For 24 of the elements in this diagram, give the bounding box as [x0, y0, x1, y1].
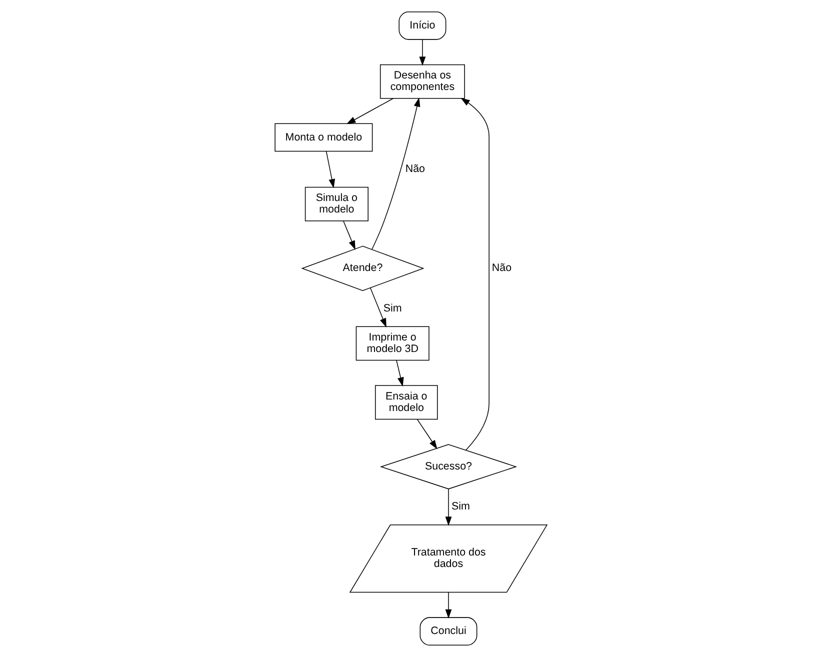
node-diamond: Atende? — [301, 246, 424, 291]
arrow — [372, 97, 420, 250]
arrow — [419, 39, 426, 66]
node-box: Conclui — [420, 617, 478, 646]
node-box: Ensaia o modelo — [374, 385, 438, 420]
node-box: Desenha os componentes — [380, 64, 465, 99]
arrow — [326, 151, 336, 188]
arrow — [396, 360, 404, 387]
arrow — [343, 220, 356, 250]
edge-label: Sim — [383, 302, 402, 314]
edge-label: Não — [492, 262, 512, 274]
node-box: Imprime o modelo 3D — [356, 326, 430, 361]
edge-label: Não — [405, 163, 426, 176]
node-box: Simula o modelo — [304, 186, 368, 222]
arrow — [445, 488, 452, 526]
arrow — [346, 98, 394, 124]
node-box: Início — [398, 12, 446, 40]
edge-label: Sim — [452, 500, 470, 513]
arrow — [416, 418, 438, 450]
node-box: Monta o modelo — [274, 123, 373, 152]
node-diamond: Sucesso? — [380, 444, 518, 490]
arrow — [370, 288, 386, 328]
arrow — [445, 592, 452, 619]
arrow — [460, 98, 490, 451]
